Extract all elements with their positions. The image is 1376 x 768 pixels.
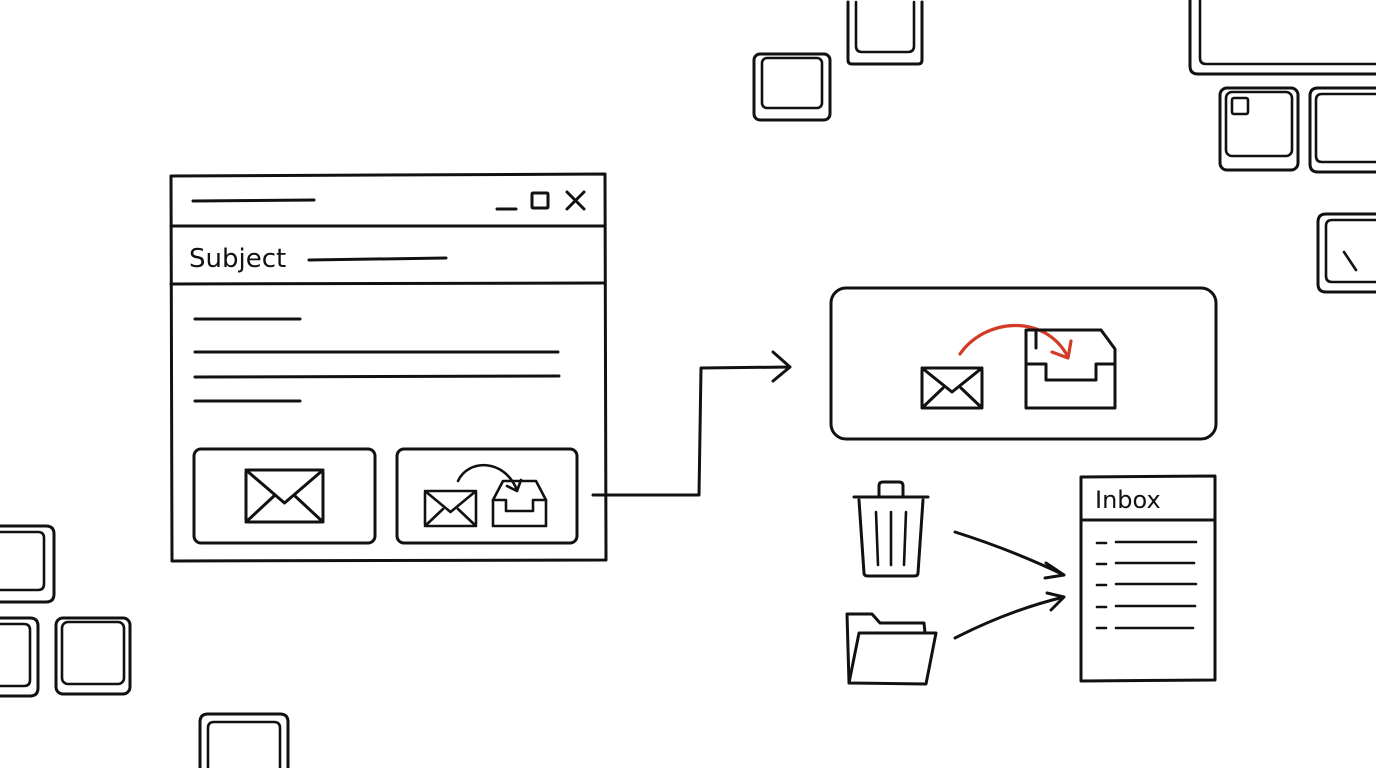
- envelope-icon: [244, 468, 325, 524]
- subject-label: Subject: [189, 244, 286, 274]
- move-to-inbox-panel: [829, 286, 1218, 441]
- inbox-tray-icon: [491, 479, 548, 528]
- keycap-icon: [846, 0, 924, 66]
- trash-to-inbox-arrow: [953, 530, 1066, 580]
- accent-curved-arrow-icon: [958, 324, 1073, 360]
- move-to-inbox-button[interactable]: [395, 447, 579, 545]
- keycap-icon: [54, 616, 132, 696]
- window-title-bar-line: [191, 198, 316, 203]
- keycap-icon: [1188, 0, 1376, 76]
- inbox-tray-icon: [1024, 328, 1117, 410]
- subject-field-line[interactable]: [307, 256, 448, 262]
- maximize-icon[interactable]: [530, 191, 550, 210]
- inbox-title: Inbox: [1095, 486, 1161, 514]
- inbox-item[interactable]: [1095, 540, 1198, 545]
- close-icon[interactable]: [565, 190, 586, 211]
- keycap-icon: [0, 616, 40, 698]
- trash-can-icon: [852, 480, 930, 578]
- envelope-icon: [920, 366, 984, 410]
- keycap-icon: [0, 524, 56, 604]
- inbox-list: Inbox: [1079, 474, 1217, 683]
- keycap-icon: [1218, 86, 1300, 172]
- compose-window: Subject: [169, 172, 608, 563]
- curved-arrow-icon: [456, 463, 523, 493]
- keycap-icon: [1316, 212, 1376, 294]
- message-body-lines: [193, 317, 561, 403]
- inbox-item[interactable]: [1095, 604, 1197, 609]
- keycap-icon: [752, 52, 832, 122]
- keycap-icon: [1308, 86, 1376, 174]
- inbox-item[interactable]: [1095, 582, 1198, 587]
- envelope-icon: [423, 489, 478, 528]
- keycap-icon: [198, 712, 290, 768]
- connector-arrow: [591, 350, 792, 497]
- inbox-item[interactable]: [1095, 561, 1196, 566]
- send-envelope-button[interactable]: [192, 447, 377, 545]
- folder-icon: [845, 612, 938, 686]
- folder-to-inbox-arrow: [953, 591, 1066, 640]
